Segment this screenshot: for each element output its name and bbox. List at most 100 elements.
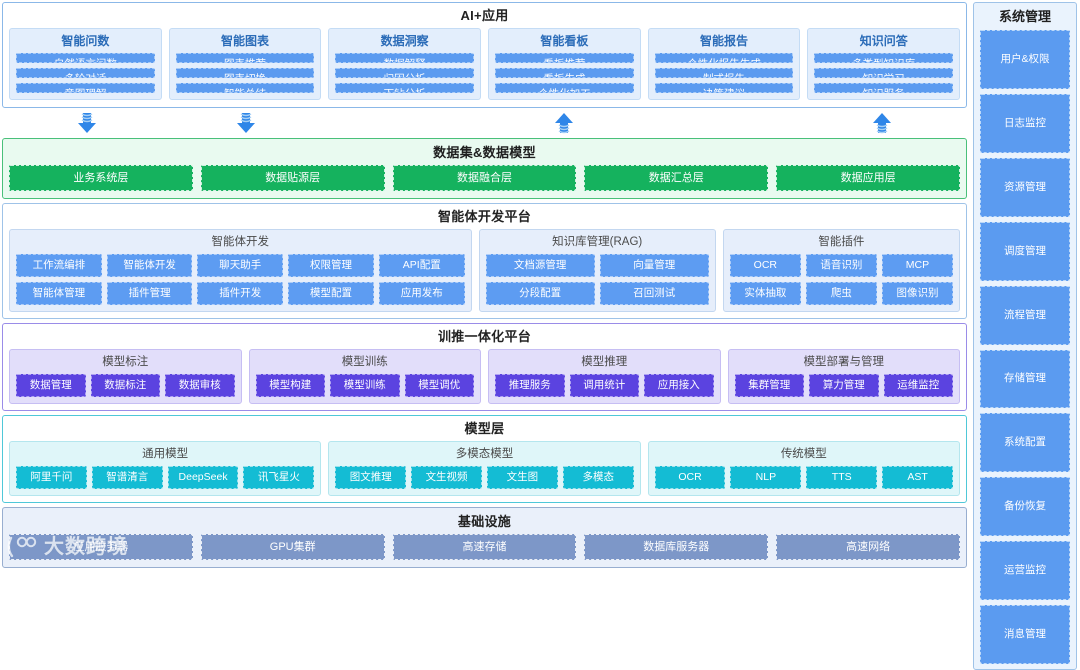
app-group-items: 看板推荐看板生成个性化加工 [495, 53, 634, 93]
model-feature-chip[interactable]: OCR [654, 466, 726, 489]
sidebar-item-运营监控[interactable]: 运营监控 [980, 541, 1070, 601]
app-feature-chip[interactable]: 多类型知识库 [814, 53, 954, 63]
agent-feature-chip[interactable]: 插件开发 [197, 282, 284, 305]
agent-feature-chip[interactable]: 文档源管理 [485, 254, 595, 277]
agent-chip-row: 实体抽取爬虫图像识别 [729, 282, 953, 305]
model-feature-chip[interactable]: TTS [806, 466, 878, 489]
sidebar-item-日志监控[interactable]: 日志监控 [980, 93, 1070, 153]
infrastructure-chip[interactable]: GPU集群 [200, 534, 385, 560]
app-feature-chip[interactable]: 图表切换 [175, 68, 315, 78]
train-feature-chip[interactable]: 数据管理 [16, 374, 86, 397]
app-feature-chip[interactable]: 数据解释 [335, 53, 475, 63]
dataset-layer-chip[interactable]: 数据汇总层 [584, 165, 769, 191]
model-feature-chip[interactable]: NLP [730, 466, 802, 489]
agent-feature-chip[interactable]: 分段配置 [485, 282, 595, 305]
app-feature-chip[interactable]: 图表推荐 [175, 53, 315, 63]
agent-feature-chip[interactable]: 模型配置 [288, 282, 374, 305]
infrastructure-chip[interactable]: 应用服务器 [9, 534, 193, 560]
train-feature-chip[interactable]: 运维监控 [883, 374, 953, 397]
train-feature-chip[interactable]: 算力管理 [809, 374, 879, 397]
train-inference-groups: 模型标注数据管理数据标注数据审核模型训练模型构建模型训练模型调优模型推理推理服务… [9, 349, 960, 404]
train-feature-chip[interactable]: 数据审核 [165, 374, 235, 397]
app-feature-chip[interactable]: 知识学习 [814, 68, 954, 78]
app-feature-chip[interactable]: 制式报告 [654, 68, 794, 78]
app-group-2: 智能图表图表推荐图表切换智能总结 [168, 28, 322, 100]
train-feature-chip[interactable]: 集群管理 [734, 374, 804, 397]
sidebar-item-消息管理[interactable]: 消息管理 [980, 605, 1070, 665]
model-feature-chip[interactable]: 文生图 [486, 466, 558, 489]
agent-feature-chip[interactable]: 图像识别 [881, 282, 953, 305]
agent-feature-chip[interactable]: OCR [729, 254, 801, 277]
agent-feature-chip[interactable]: 语音识别 [805, 254, 877, 277]
train-feature-chip[interactable]: 数据标注 [90, 374, 160, 397]
app-feature-chip[interactable]: 归因分析 [335, 68, 475, 78]
app-feature-chip[interactable]: 意图理解 [16, 83, 155, 93]
sidebar-system-management: 系统管理 用户&权限日志监控资源管理调度管理流程管理存储管理系统配置备份恢复运营… [973, 2, 1077, 670]
model-feature-chip[interactable]: 文生视频 [411, 466, 482, 489]
app-group-items: 数据解释归因分析下钻分析 [335, 53, 475, 93]
agent-feature-chip[interactable]: API配置 [378, 254, 465, 277]
train-feature-chip[interactable]: 推理服务 [495, 374, 565, 397]
train-feature-chip[interactable]: 调用统计 [569, 374, 639, 397]
agent-feature-chip[interactable]: 插件管理 [106, 282, 193, 305]
agent-feature-chip[interactable]: 应用发布 [378, 282, 465, 305]
app-feature-chip[interactable]: 下钻分析 [335, 83, 475, 93]
agent-feature-chip[interactable]: 权限管理 [288, 254, 374, 277]
app-group-5: 智能报告个性化报告生成制式报告决策建议 [647, 28, 801, 100]
sidebar-item-调度管理[interactable]: 调度管理 [980, 221, 1070, 281]
model-feature-chip[interactable]: 智谱清言 [91, 466, 163, 489]
agent-feature-chip[interactable]: 智能体开发 [106, 254, 193, 277]
sidebar-item-用户-权限[interactable]: 用户&权限 [980, 30, 1070, 89]
sidebar-item-存储管理[interactable]: 存储管理 [980, 349, 1070, 409]
model-feature-chip[interactable]: DeepSeek [167, 466, 239, 489]
dataset-layer-chip[interactable]: 数据融合层 [392, 165, 577, 191]
train-chip-row: 推理服务调用统计应用接入 [495, 374, 714, 397]
infrastructure-chip[interactable]: 高速网络 [776, 534, 960, 560]
model-feature-chip[interactable]: 阿里千问 [16, 466, 87, 489]
train-feature-chip[interactable]: 模型训练 [330, 374, 400, 397]
infrastructure-chip[interactable]: 高速存储 [392, 534, 577, 560]
agent-feature-chip[interactable]: 聊天助手 [197, 254, 284, 277]
infrastructure-chip[interactable]: 数据库服务器 [584, 534, 769, 560]
app-feature-chip[interactable]: 多轮对话 [16, 68, 155, 78]
agent-feature-chip[interactable]: 实体抽取 [729, 282, 801, 305]
dataset-layer-chip[interactable]: 数据贴源层 [200, 165, 385, 191]
agent-feature-chip[interactable]: 工作流编排 [16, 254, 102, 277]
app-feature-chip[interactable]: 个性化报告生成 [654, 53, 794, 63]
app-group-items: 自然语言问数多轮对话意图理解 [16, 53, 155, 93]
agent-feature-chip[interactable]: 向量管理 [599, 254, 709, 277]
model-feature-chip[interactable]: AST [882, 466, 953, 489]
app-feature-chip[interactable]: 个性化加工 [495, 83, 634, 93]
layer-title-ai-application: AI+应用 [460, 8, 509, 23]
sidebar-item-流程管理[interactable]: 流程管理 [980, 285, 1070, 345]
train-feature-chip[interactable]: 模型构建 [255, 374, 325, 397]
train-feature-chip[interactable]: 模型调优 [404, 374, 474, 397]
sidebar-item-资源管理[interactable]: 资源管理 [980, 157, 1070, 217]
sidebar-item-备份恢复[interactable]: 备份恢复 [980, 477, 1070, 537]
model-feature-chip[interactable]: 多模态 [562, 466, 634, 489]
ai-application-groups: 智能问数自然语言问数多轮对话意图理解智能图表图表推荐图表切换智能总结数据洞察数据… [9, 28, 961, 100]
model-feature-chip[interactable]: 图文推理 [335, 466, 407, 489]
app-feature-chip[interactable]: 看板推荐 [495, 53, 634, 63]
app-feature-chip[interactable]: 决策建议 [654, 83, 794, 93]
model-feature-chip[interactable]: 讯飞星火 [243, 466, 315, 489]
agent-feature-chip[interactable]: MCP [881, 254, 953, 277]
app-feature-chip[interactable]: 自然语言问数 [16, 53, 155, 63]
train-feature-chip[interactable]: 应用接入 [644, 374, 714, 397]
layer-title-infrastructure: 基础设施 [457, 514, 512, 529]
app-group-title: 数据洞察 [380, 34, 429, 48]
app-feature-chip[interactable]: 智能总结 [175, 83, 315, 93]
dataset-layer-chip[interactable]: 数据应用层 [776, 165, 960, 191]
dataset-layer-chip[interactable]: 业务系统层 [9, 165, 193, 191]
agent-group-title: 智能体开发 [211, 236, 270, 248]
app-feature-chip[interactable]: 知识服务 [814, 83, 954, 93]
sidebar-item-系统配置[interactable]: 系统配置 [980, 413, 1070, 473]
agent-feature-chip[interactable]: 智能体管理 [16, 282, 102, 305]
agent-feature-chip[interactable]: 召回测试 [599, 282, 709, 305]
agent-feature-chip[interactable]: 爬虫 [805, 282, 877, 305]
app-feature-chip[interactable]: 看板生成 [495, 68, 634, 78]
app-group-title: 知识问答 [859, 34, 908, 48]
